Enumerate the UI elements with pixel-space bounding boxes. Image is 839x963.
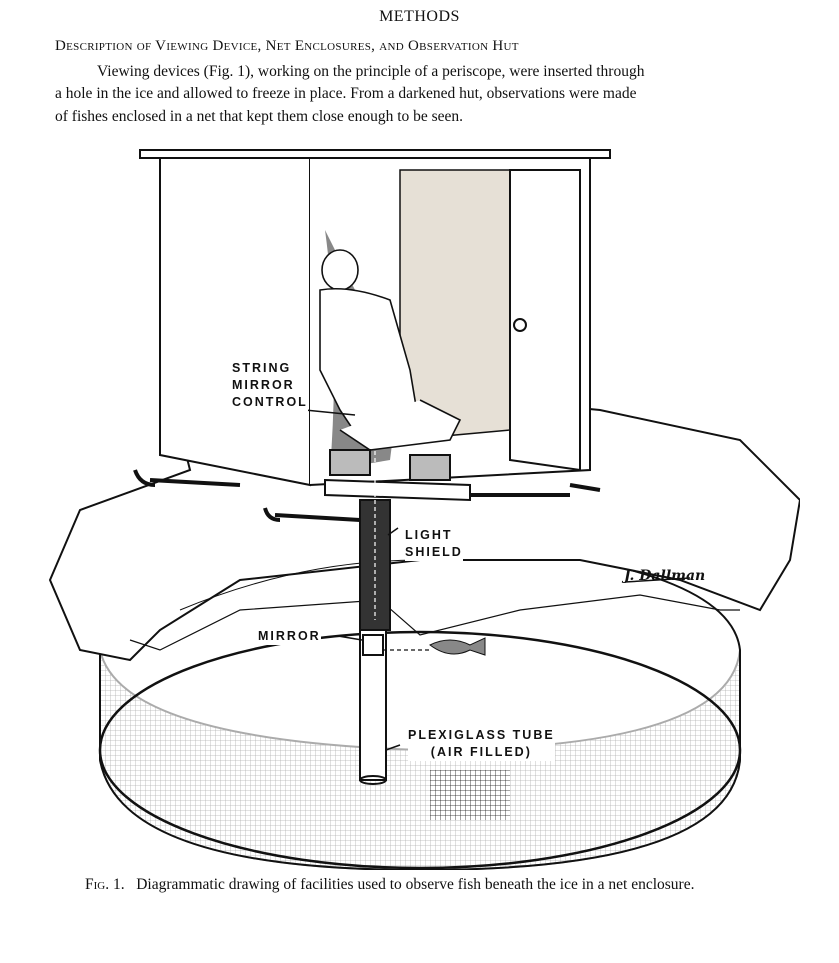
- artist-signature: J. Dallman: [624, 568, 706, 584]
- label-line: STRING: [232, 361, 292, 375]
- label-line: PLEXIGLASS TUBE: [408, 728, 555, 742]
- periscope-tube: [359, 430, 486, 785]
- paragraph-line: Viewing devices (Fig. 1), working on the…: [97, 63, 645, 80]
- paragraph-line: of fishes enclosed in a net that kept th…: [55, 108, 464, 125]
- paragraph-line: a hole in the ice and allowed to freeze …: [55, 85, 637, 102]
- section-title: METHODS: [379, 8, 460, 25]
- observation-hut: [133, 149, 611, 522]
- label-light-shield: LIGHT SHIELD: [405, 527, 463, 561]
- mirror: [362, 634, 384, 656]
- label-line: MIRROR: [232, 378, 295, 392]
- label-string-mirror-control: STRING MIRROR CONTROL: [232, 360, 308, 411]
- label-plexiglass-tube: PLEXIGLASS TUBE (AIR FILLED): [408, 727, 555, 761]
- label-line: (AIR FILLED): [430, 745, 532, 759]
- subsection-title: Description of Viewing Device, Net Enclo…: [55, 38, 519, 54]
- fish: [429, 637, 486, 656]
- label-line: CONTROL: [232, 395, 308, 409]
- label-line: SHIELD: [405, 545, 463, 559]
- caption-text: Diagrammatic drawing of facilities used …: [136, 876, 695, 893]
- caption-prefix: Fig. 1.: [85, 876, 125, 893]
- observer-figure: [319, 249, 462, 451]
- label-mirror: MIRROR: [258, 628, 321, 645]
- label-line: LIGHT: [405, 528, 453, 542]
- figure-drawing: [48, 149, 800, 870]
- figure-caption: Fig. 1. Diagrammatic drawing of faciliti…: [85, 876, 694, 894]
